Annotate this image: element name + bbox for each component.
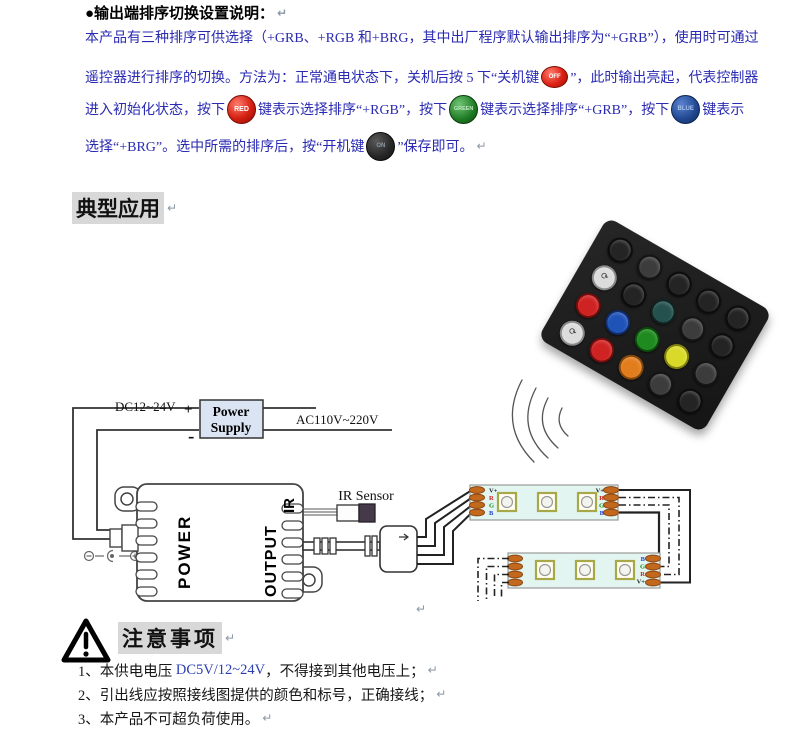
pad-label-g: G [640,564,645,571]
dc-jack [109,524,139,552]
led-modules [496,491,598,513]
power-supply-label-2: Supply [211,420,252,435]
note-3-text: 3、本产品不可超负荷使用。 [78,711,260,728]
paragraph-mark: ↵ [225,631,236,645]
paragraph-mark: ↵ [416,602,427,616]
intro-heading: ●输出端排序切换设置说明： ↵ [85,2,287,23]
ir-sensor [303,503,376,523]
warning-triangle-icon [61,618,111,663]
note-2-text: 2、引出线应按照接线图提供的颜色和标号，正确接线； [78,687,434,704]
power-supply-label-1: Power [213,404,250,419]
pad-label-b: B [600,510,605,517]
output-connector [379,525,418,573]
paragraph-mark: ↵ [436,687,447,701]
controller-power-label: POWER [175,515,194,589]
notice-heading: 注意事项 ↵ [118,622,235,654]
power-wires [72,407,392,540]
ir-signal-waves-icon [511,379,569,463]
intro-line-4: 选择“+BRG”。选中所需的排序后，按“开机键 ON ”保存即可。 ↵ [85,131,487,161]
intro-line-3-text-c: 键表示选择排序“+GRB”，按下 [480,103,670,118]
power-supply-box [199,399,264,439]
paragraph-mark: ↵ [476,139,487,153]
green-key-label: GREEN [453,106,474,112]
blue-key-label: BLUE [677,106,694,112]
controller-ir-label: IR [281,498,298,513]
paragraph-mark: ↵ [427,663,438,677]
strip-link-wires [619,489,691,584]
off-key-icon: OFF [541,66,569,88]
controller-ears [114,486,323,593]
paragraph-mark: ↵ [167,201,178,215]
intro-heading-text: ●输出端排序切换设置说明： [85,6,275,22]
pad-label-r: R [640,571,645,578]
dc-polarity-icon [83,549,141,563]
intro-line-2: 遥控器进行排序的切换。方法为：正常通电状态下，关机后按 5 下“关机键 OFF … [85,62,758,92]
controller-fins [135,501,304,599]
on-key-icon: ON [366,131,396,161]
led-strip-1: V+ R G B V+ R G B [469,484,619,521]
output-cable [302,535,381,557]
ac-voltage-label: AC110V~220V [296,412,379,427]
intro-line-2-text-a: 遥控器进行排序的切换。方法为：正常通电状态下，关机后按 5 下“关机键 [85,71,540,86]
note-3: 3、本产品不可超负荷使用。 ↵ [78,707,272,729]
pad-label-r: R [599,495,604,502]
led-strip-2: B G R V+ [507,552,661,589]
note-1-text-b: ，不得接到其他电压上； [265,663,425,680]
pad-label-g: G [489,503,494,510]
connector-to-strip-wires [417,489,473,565]
intro-line-3-text-a: 进入初始化状态，按下 [85,103,225,118]
pad-label-vplus: V+ [637,579,646,586]
intro-line-1-text: 本产品有三种排序可供选择（+GRB、+RGB 和+BRG，其中出厂程序默认输出排… [85,31,759,46]
paragraph-mark: ↵ [277,5,288,20]
intro-line-3-text-d: 键表示 [702,103,745,118]
off-key-label: OFF [548,74,561,80]
minus-label: - [188,426,194,447]
pad-label-vplus: V+ [489,488,498,495]
red-key-icon: RED [227,94,256,124]
intro-line-3-text-b: 键表示选择排序“+RGB”，按下 [258,103,448,118]
paragraph-mark: ↵ [262,711,273,725]
note-1-text-a: 1、本供电电压 [78,663,176,680]
intro-line-4-text-b: ”保存即可。 [397,140,474,155]
ir-sensor-label: IR Sensor [338,489,394,504]
notice-title: 注意事项 [118,622,222,654]
red-key-label: RED [234,105,249,113]
intro-line-4-text-a: 选择“+BRG”。选中所需的排序后，按“开机键 [85,140,365,155]
note-1-voltage: DC5V/12~24V [175,661,266,678]
note-1: 1、本供电电压 DC5V/12~24V，不得接到其他电压上； ↵ [78,659,438,681]
pad-label-r: R [489,495,494,502]
plus-label: + [184,402,193,418]
intro-line-3: 进入初始化状态，按下 RED 键表示选择排序“+RGB”，按下 GREEN 键表… [85,94,744,124]
pad-label-g: G [599,503,604,510]
pad-label-vplus: V+ [596,488,605,495]
typical-application-title: 典型应用 [72,192,164,224]
blue-key-icon: BLUE [671,94,701,124]
intro-line-2-text-b: ”，此时输出亮起，代表控制器 [570,71,759,86]
continuation-wires [477,557,509,602]
on-key-label: ON [376,143,386,149]
note-2: 2、引出线应按照接线图提供的颜色和标号，正确接线； ↵ [78,683,446,705]
pad-label-b: B [489,510,494,517]
intro-line-1: 本产品有三种排序可供选择（+GRB、+RGB 和+BRG，其中出厂程序默认输出排… [85,22,759,52]
green-key-icon: GREEN [449,94,479,124]
controller-output-label: OUTPUT [263,525,280,597]
pad-label-b: B [641,556,646,563]
led-modules [534,559,636,581]
dc-voltage-label: DC12~24V [115,399,176,414]
typical-application-heading: 典型应用 ↵ [72,192,177,224]
